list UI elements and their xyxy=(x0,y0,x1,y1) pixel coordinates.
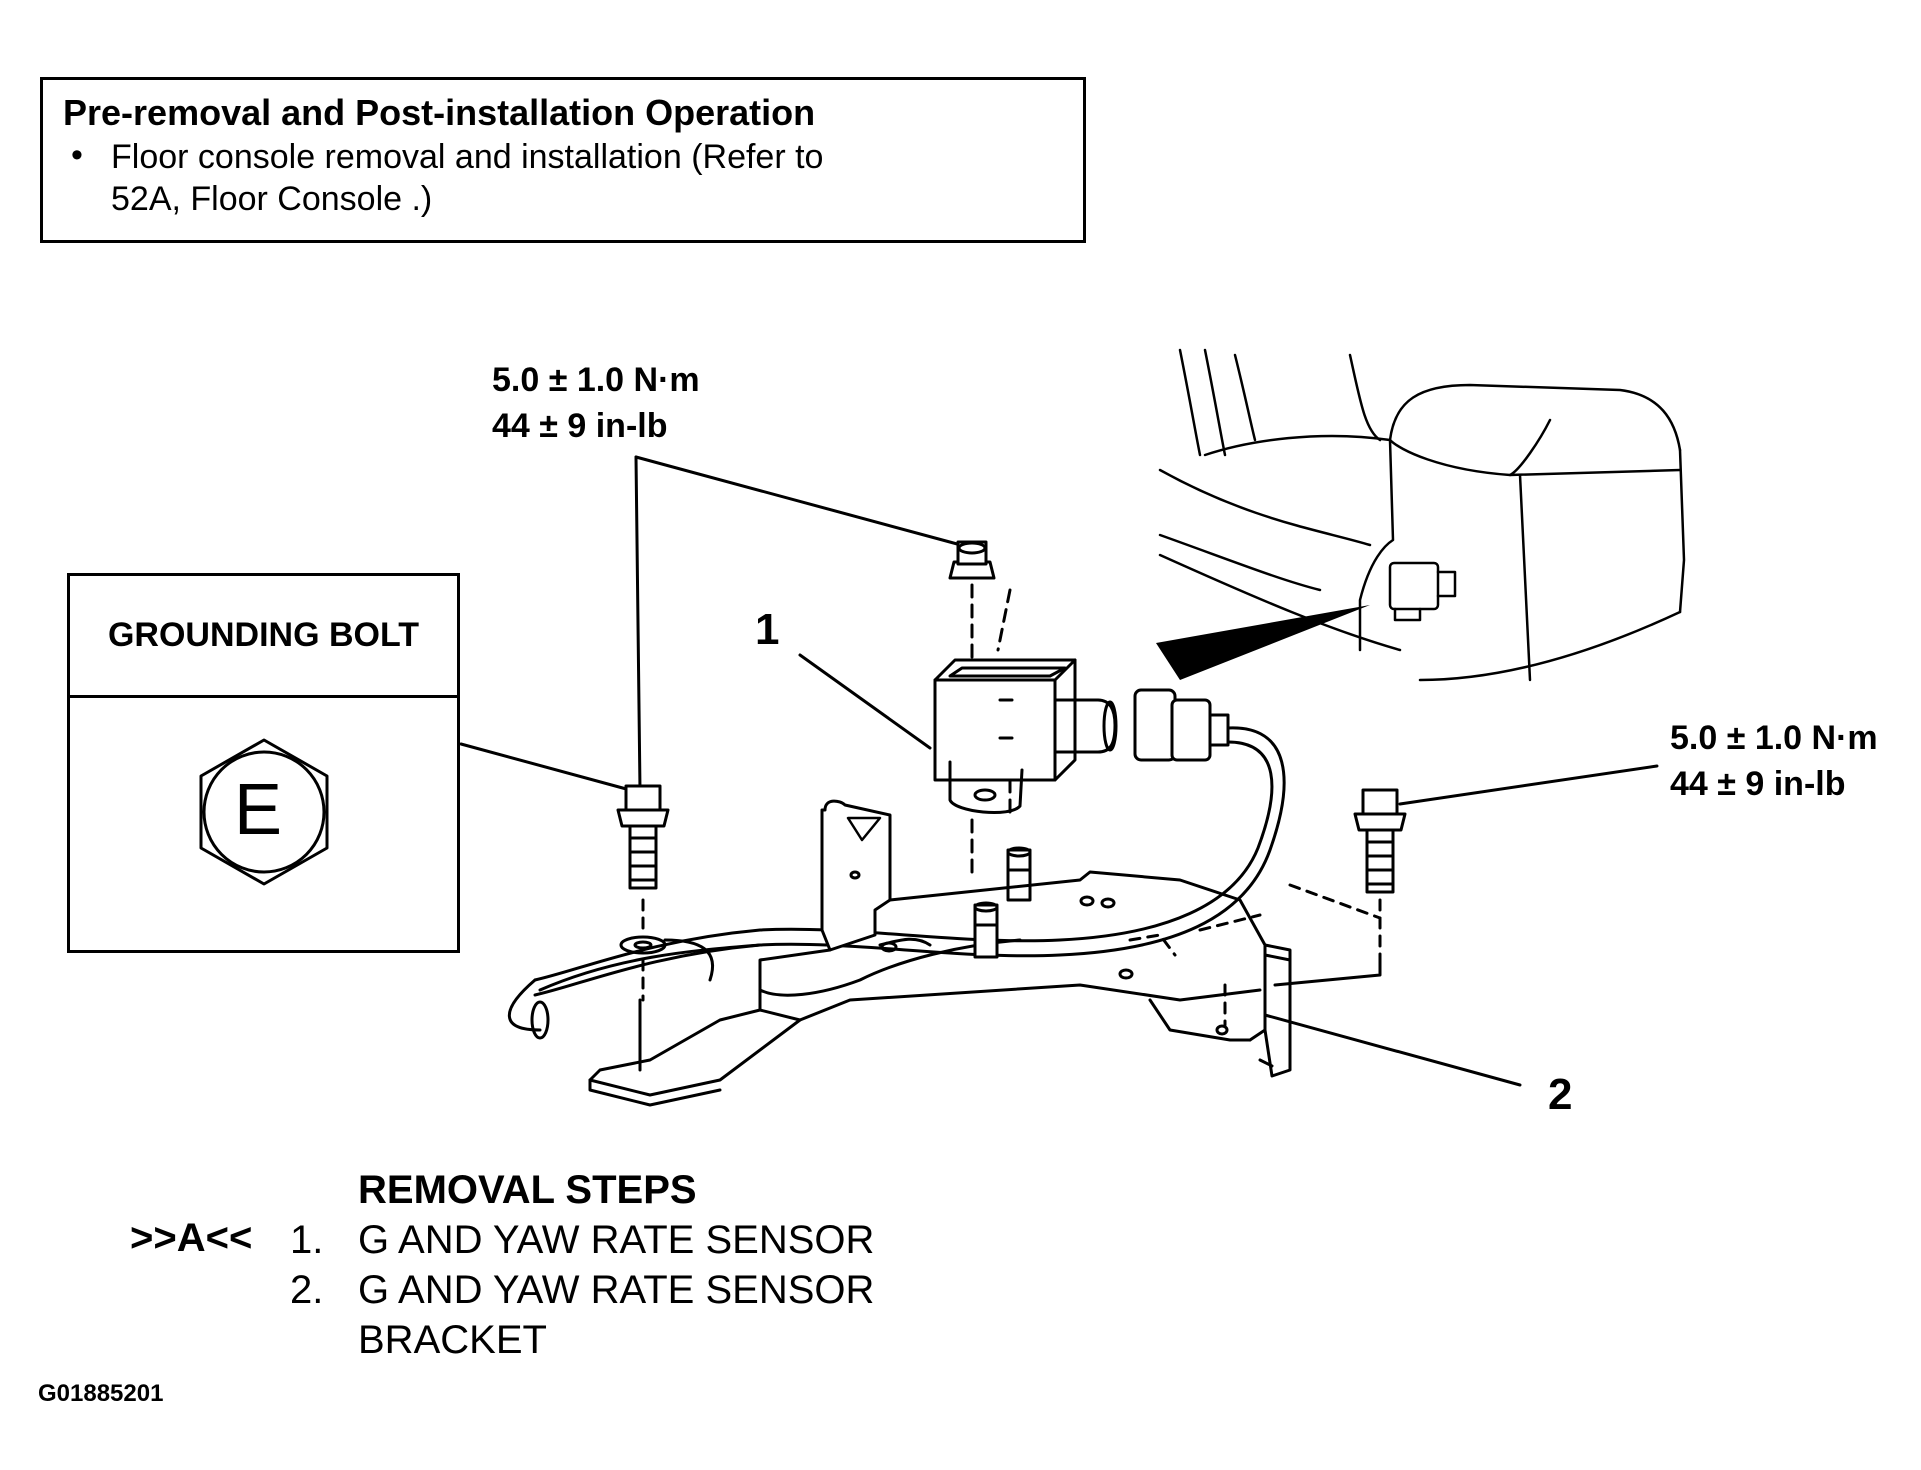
torque-left-leaders xyxy=(634,455,974,792)
bullet-icon: • xyxy=(71,136,83,174)
torque-right-leader xyxy=(1398,764,1659,806)
bracket-bolt-right xyxy=(1273,788,1407,987)
torque-spec-right: 5.0 ± 1.0 N·m 44 ± 9 in-lb xyxy=(1670,715,1878,807)
service-point-marker: >>A<< xyxy=(130,1216,253,1260)
pre-removal-item-line-2: 52A, Floor Console .) xyxy=(111,180,433,218)
pre-removal-title: Pre-removal and Post-installation Operat… xyxy=(63,92,816,133)
callout-2-leader xyxy=(1263,1013,1522,1087)
torque-left-metric: 5.0 ± 1.0 N·m xyxy=(492,361,700,399)
grounding-bolt-leader xyxy=(459,742,632,792)
grounding-bolt-hex-icon xyxy=(199,738,329,886)
sensor-bolt-top xyxy=(948,540,996,580)
callout-1: 1 xyxy=(755,605,780,654)
step-2-text-line-2: BRACKET xyxy=(358,1318,547,1362)
step-1-text: G AND YAW RATE SENSOR xyxy=(358,1218,875,1262)
torque-spec-left: 5.0 ± 1.0 N·m 44 ± 9 in-lb xyxy=(492,357,700,449)
g-yaw-rate-sensor xyxy=(933,658,1118,815)
pre-removal-item-line-1: Floor console removal and installation (… xyxy=(111,138,824,176)
torque-right-metric: 5.0 ± 1.0 N·m xyxy=(1670,719,1878,757)
view-pointer-icon xyxy=(1156,605,1370,680)
wire-harness xyxy=(507,726,1286,1040)
pre-removal-box: Pre-removal and Post-installation Operat… xyxy=(40,77,1086,243)
removal-steps-title: REMOVAL STEPS xyxy=(358,1168,697,1212)
callout-2: 2 xyxy=(1548,1070,1573,1119)
grounding-bolt-label: GROUNDING BOLT xyxy=(70,576,457,698)
step-2-text-line-1: G AND YAW RATE SENSOR xyxy=(358,1268,875,1312)
floor-console-illustration xyxy=(1158,348,1686,682)
sensor-location-icon xyxy=(1388,561,1457,622)
sensor-connector xyxy=(1133,688,1230,762)
sensor-bracket xyxy=(588,799,1292,1107)
torque-right-imperial: 44 ± 9 in-lb xyxy=(1670,765,1846,803)
grounding-bolt-symbol: E xyxy=(234,770,283,850)
callout-1-leader xyxy=(798,653,932,750)
step-1-number: 1. xyxy=(290,1218,324,1262)
grounding-bolt-box: GROUNDING BOLT xyxy=(67,573,460,953)
torque-left-imperial: 44 ± 9 in-lb xyxy=(492,407,668,445)
grounding-bolt xyxy=(616,784,715,1002)
step-2-number: 2. xyxy=(290,1268,324,1312)
figure-id: G01885201 xyxy=(38,1380,164,1407)
